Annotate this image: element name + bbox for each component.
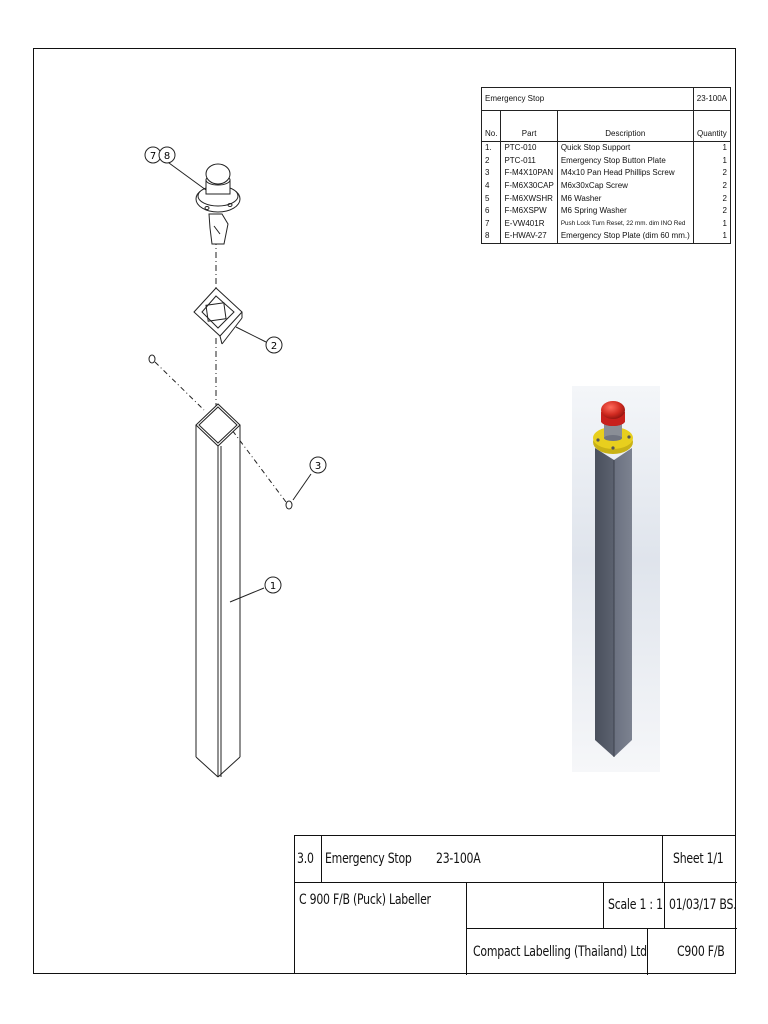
title-block-divider: [664, 882, 665, 928]
balloon-8: 8: [158, 146, 176, 164]
row-quantity: 2: [692, 204, 732, 218]
row-no: 3: [480, 167, 502, 180]
parts-list-code: 23-100A: [692, 87, 732, 111]
col-header-description: Description: [556, 110, 694, 142]
row-quantity: 1: [692, 141, 732, 155]
title-block-rule: [295, 882, 737, 883]
table-row: 6 F-M6XSPW M6 Spring Washer 2: [480, 204, 732, 218]
row-quantity: 1: [692, 230, 732, 244]
table-row: 5 F-M6XWSHR M6 Washer 2: [480, 192, 732, 205]
row-description: Push Lock Turn Reset, 22 mm. dim INO Red: [556, 217, 694, 231]
table-row: 4 F-M6X30CAP M6x30xCap Screw 2: [480, 179, 732, 193]
balloon-3: 3: [309, 456, 327, 474]
title-block-divider: [321, 836, 322, 882]
sheet-number: Sheet 1/1: [673, 836, 737, 882]
title-block-divider: [647, 928, 648, 975]
drawing-scale-text: Scale 1 : 1: [608, 897, 663, 913]
button-plate: [193, 287, 243, 345]
balloon-2-label: 2: [271, 341, 277, 352]
balloon-1-label: 1: [270, 581, 276, 592]
row-part: PTC-010: [500, 141, 558, 155]
row-quantity: 2: [692, 179, 732, 193]
title-block-divider: [466, 882, 467, 975]
table-row: 8 E-HWAV-27 Emergency Stop Plate (dim 60…: [480, 230, 732, 244]
drawing-scale: Scale 1 : 1: [608, 882, 664, 928]
row-description: M4x10 Pan Head Phillips Screw: [556, 167, 694, 180]
table-row: 3 F-M4X10PAN M4x10 Pan Head Phillips Scr…: [480, 167, 732, 180]
row-description: M6 Spring Washer: [556, 204, 694, 218]
drawing-title: Emergency Stop: [325, 836, 445, 882]
balloon-1: 1: [264, 576, 282, 594]
table-row: 1. PTC-010 Quick Stop Support 1: [480, 141, 732, 155]
drawing-date-text: 01/03/17 BS.: [669, 897, 737, 913]
row-quantity: 1: [692, 154, 732, 168]
machine-name-text: C 900 F/B (Puck) Labeller: [299, 892, 431, 908]
parts-list-title: Emergency Stop: [481, 87, 694, 111]
leader-7-8: [168, 162, 207, 191]
row-part: F-M6XWSHR: [500, 192, 558, 205]
row-part: E-HWAV-27: [500, 230, 558, 244]
col-header-quantity: Quantity: [692, 110, 732, 142]
company-name: Compact Labelling (Thailand) Ltd.: [473, 928, 647, 975]
row-no: 7: [480, 217, 502, 231]
table-row: 2 PTC-011 Emergency Stop Button Plate 1: [480, 154, 732, 168]
section-number: 3.0: [297, 836, 321, 882]
assembly-render: [572, 386, 660, 772]
screw-right: [231, 429, 293, 510]
row-part: F-M6XSPW: [500, 204, 558, 218]
row-part: PTC-011: [500, 154, 558, 168]
estop-button-assembly: [195, 163, 241, 245]
drawing-frame: [33, 48, 736, 974]
model-name-text: C900 F/B: [677, 943, 725, 960]
balloon-8-label: 8: [164, 151, 170, 162]
row-description: M6x30xCap Screw: [556, 179, 694, 193]
table-row: 7 E-VW401R Push Lock Turn Reset, 22 mm. …: [480, 217, 732, 231]
model-name: C900 F/B: [677, 928, 737, 975]
sheet-number-text: Sheet 1/1: [673, 851, 724, 867]
balloon-2: 2: [265, 336, 283, 354]
row-no: 1.: [480, 141, 502, 155]
title-block-divider: [662, 836, 663, 882]
parts-list-table: Emergency Stop 23-100A No. Part Descript…: [480, 87, 732, 244]
leader-1: [229, 587, 265, 603]
section-number-text: 3.0: [297, 851, 314, 867]
balloon-3-label: 3: [315, 461, 321, 472]
row-description: Quick Stop Support: [556, 141, 694, 155]
col-header-part: Part: [500, 110, 558, 142]
balloon-7-label: 7: [150, 151, 156, 162]
row-part: F-M6X30CAP: [500, 179, 558, 193]
drawing-title-text: Emergency Stop: [325, 851, 412, 867]
drawing-code-text: 23-100A: [436, 851, 481, 867]
col-header-no: No.: [480, 110, 502, 142]
drawing-code: 23-100A: [436, 836, 536, 882]
drawing-date: 01/03/17 BS.: [669, 882, 737, 928]
row-part: F-M4X10PAN: [500, 167, 558, 180]
row-description: Emergency Stop Button Plate: [556, 154, 694, 168]
title-block-rule: [466, 928, 737, 929]
parts-list-header-row: No. Part Description Quantity: [480, 110, 732, 142]
screw-left: [148, 354, 205, 411]
title-block-divider: [603, 882, 604, 928]
leader-2: [235, 326, 267, 343]
row-no: 5: [480, 192, 502, 205]
row-no: 6: [480, 204, 502, 218]
exploded-view: [148, 162, 312, 778]
company-name-text: Compact Labelling (Thailand) Ltd.: [473, 943, 647, 960]
row-description: Emergency Stop Plate (dim 60 mm.): [556, 230, 694, 244]
leader-3: [292, 473, 312, 501]
row-quantity: 2: [692, 167, 732, 180]
row-no: 4: [480, 179, 502, 193]
parts-list-title-row: Emergency Stop 23-100A: [481, 87, 732, 111]
title-block: 3.0 Emergency Stop 23-100A Sheet 1/1 C 9…: [294, 835, 737, 975]
machine-name: C 900 F/B (Puck) Labeller: [299, 882, 465, 928]
row-quantity: 2: [692, 192, 732, 205]
row-no: 8: [480, 230, 502, 244]
support-post: [195, 403, 241, 778]
row-no: 2: [480, 154, 502, 168]
row-quantity: 1: [692, 217, 732, 231]
balloons: 7 8 2 3 1: [144, 146, 327, 594]
row-part: E-VW401R: [500, 217, 558, 231]
row-description: M6 Washer: [556, 192, 694, 205]
